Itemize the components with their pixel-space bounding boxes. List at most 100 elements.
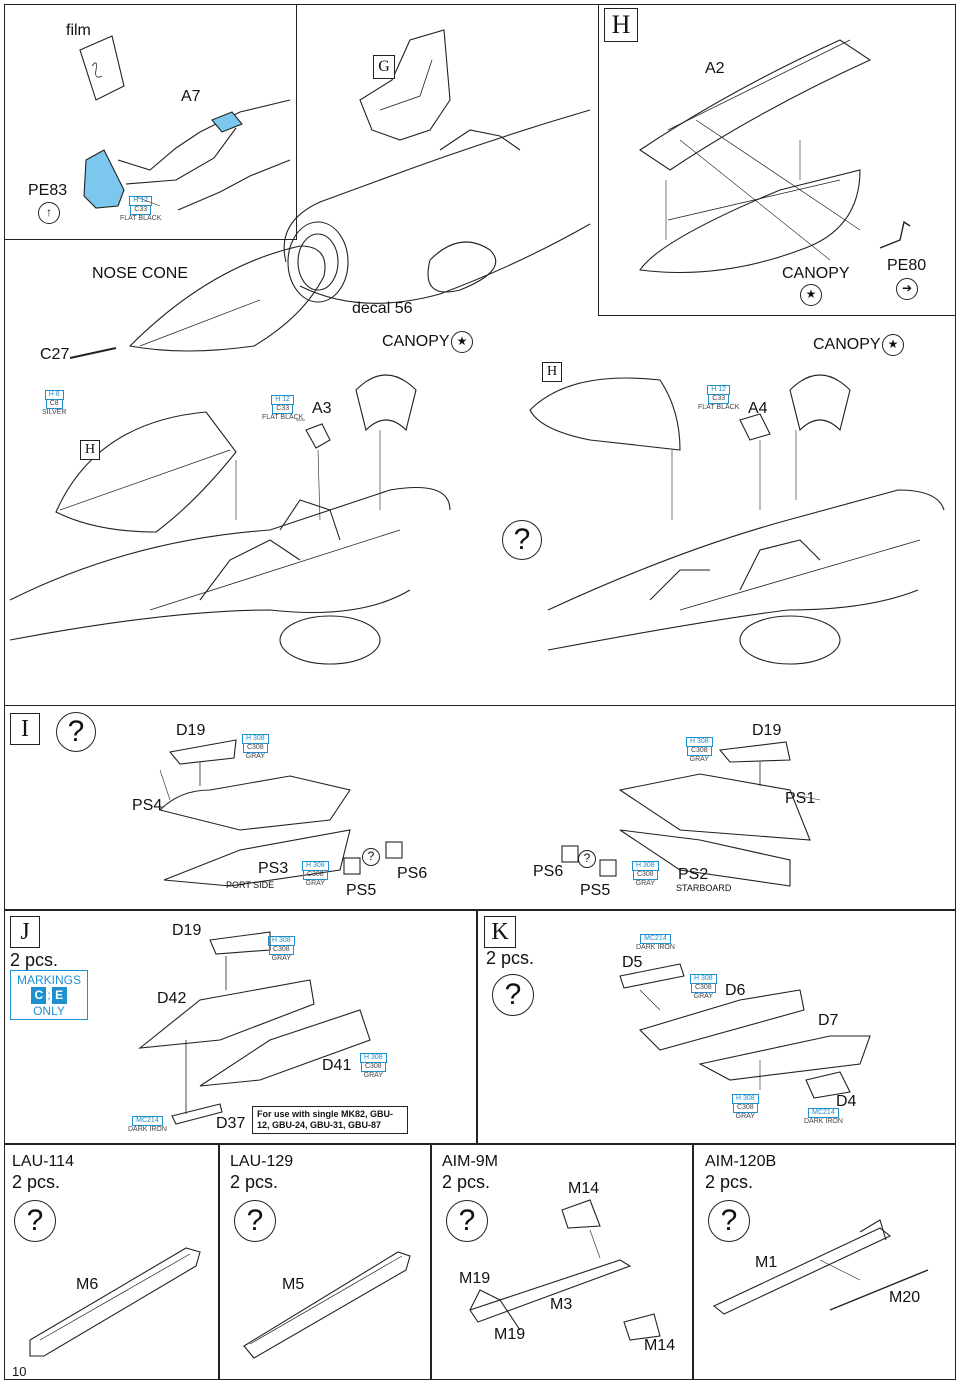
ps5-left bbox=[343, 857, 361, 875]
label-ps1: PS1 bbox=[785, 790, 816, 807]
label-ps2: PS2 bbox=[678, 866, 709, 883]
canopy-frame-a2 bbox=[639, 39, 872, 171]
cockpit-tub bbox=[359, 29, 451, 141]
star-in-circle-icon: ★ bbox=[882, 334, 904, 356]
film-sheet bbox=[79, 35, 125, 101]
label-port-side: PORT SIDE bbox=[226, 880, 275, 890]
label-d37: D37 bbox=[216, 1115, 246, 1132]
panel-j bbox=[4, 910, 477, 1144]
step-k-box: K bbox=[484, 916, 516, 948]
m20-rod bbox=[829, 1269, 929, 1311]
h-glyph-1: H bbox=[542, 362, 562, 382]
fuselage-right bbox=[547, 489, 945, 611]
markings-title: MARKINGS bbox=[16, 973, 81, 987]
canopy-clear-right bbox=[529, 377, 681, 451]
panel-aim9m bbox=[431, 1144, 693, 1380]
canopy-arch-left bbox=[355, 374, 417, 432]
label-aim120b: AIM-120B bbox=[705, 1153, 777, 1170]
ps4-pylon bbox=[158, 775, 351, 831]
label-starboard: STARBOARD bbox=[676, 883, 732, 893]
label-m19-top: M19 bbox=[459, 1270, 491, 1287]
d4-part bbox=[805, 1071, 851, 1099]
label-2pcs-aim120b: 2 pcs. bbox=[705, 1172, 754, 1192]
page-number: 10 bbox=[12, 1364, 27, 1379]
markings-codes: C;E bbox=[11, 987, 87, 1004]
label-d4: D4 bbox=[836, 1093, 857, 1110]
label-m3: M3 bbox=[550, 1296, 573, 1313]
panel-aim120b bbox=[693, 1144, 956, 1380]
label-2pcs-lau114: 2 pcs. bbox=[12, 1172, 61, 1192]
label-lau129: LAU-129 bbox=[230, 1153, 294, 1170]
label-d5: D5 bbox=[622, 954, 643, 971]
markings-box: MARKINGS C;E ONLY bbox=[10, 970, 88, 1020]
canopy-arch-right bbox=[789, 374, 851, 432]
ps3-pylon bbox=[163, 829, 351, 887]
label-ps6-right: PS6 bbox=[533, 863, 564, 880]
d41-pylon bbox=[199, 1009, 371, 1087]
label-ps5-right: PS5 bbox=[580, 882, 611, 899]
a3-part bbox=[305, 423, 331, 449]
lau114-launcher bbox=[29, 1247, 201, 1357]
label-nose-cone: NOSE CONE bbox=[92, 265, 189, 282]
label-ps3: PS3 bbox=[258, 860, 289, 877]
label-ps6-left: PS6 bbox=[397, 865, 428, 882]
label-canopy-left: CANOPY bbox=[382, 333, 450, 350]
marking-e: E bbox=[51, 987, 67, 1004]
panel-lau114 bbox=[4, 1144, 219, 1380]
label-m6: M6 bbox=[76, 1276, 99, 1293]
nose-cone bbox=[128, 245, 326, 352]
label-2pcs-k: 2 pcs. bbox=[486, 948, 535, 968]
label-pe83: PE83 bbox=[28, 182, 68, 199]
note-mk82: For use with single MK82, GBU-12, GBU-24… bbox=[252, 1106, 408, 1134]
label-canopy-h: CANOPY bbox=[782, 265, 850, 282]
a4-part bbox=[739, 413, 771, 441]
label-d19-right: D19 bbox=[752, 722, 782, 739]
fuselage-nose bbox=[283, 109, 591, 263]
star-in-circle-icon: ★ bbox=[800, 284, 822, 306]
d7-rail bbox=[698, 1035, 871, 1081]
question-icon-aim120b: ? bbox=[708, 1200, 750, 1242]
label-m5: M5 bbox=[282, 1276, 305, 1293]
label-film: film bbox=[66, 22, 91, 39]
canopy-clear-left bbox=[55, 411, 237, 533]
fuselage-left bbox=[9, 487, 451, 601]
marking-c: C bbox=[31, 987, 47, 1004]
a7-part bbox=[83, 149, 125, 209]
step-j-box: J bbox=[10, 916, 40, 948]
aim120b-missile bbox=[712, 1227, 892, 1315]
panel-film-a7 bbox=[4, 4, 297, 240]
a7-blue-tab bbox=[211, 111, 243, 133]
label-a3: A3 bbox=[312, 400, 332, 417]
ps2-pylon bbox=[619, 829, 791, 887]
label-ps5-left: PS5 bbox=[346, 882, 377, 899]
ps1-pylon bbox=[618, 773, 811, 841]
label-m1: M1 bbox=[755, 1254, 778, 1271]
pe80-part bbox=[879, 220, 911, 249]
label-d6: D6 bbox=[725, 982, 746, 999]
label-lau114: LAU-114 bbox=[12, 1153, 74, 1170]
label-a2: A2 bbox=[705, 60, 725, 77]
label-ps4: PS4 bbox=[132, 797, 163, 814]
m14-fin-top bbox=[561, 1199, 601, 1229]
label-d42: D42 bbox=[157, 990, 187, 1007]
step-h-box: H bbox=[604, 8, 638, 42]
panel-lau129 bbox=[219, 1144, 431, 1380]
question-icon-k: ? bbox=[492, 974, 534, 1016]
markings-only: ONLY bbox=[33, 1004, 65, 1018]
d37-rack bbox=[171, 1103, 223, 1125]
